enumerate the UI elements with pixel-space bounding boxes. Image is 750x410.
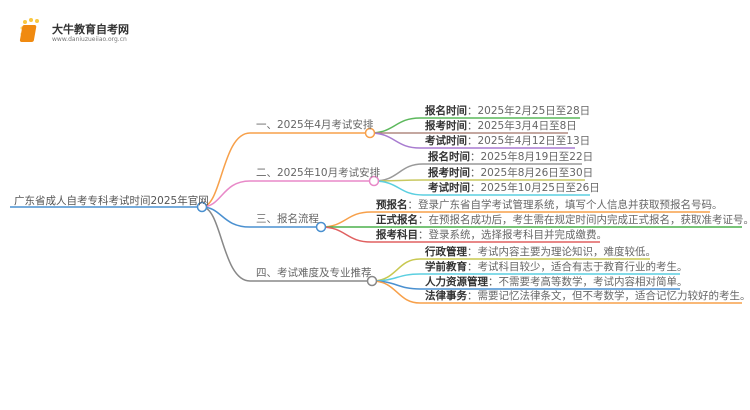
leaf-value: ：需要记忆法律条文，但不考数学，适合记忆力较好的考生。 — [467, 290, 750, 302]
root-node[interactable]: 广东省成人自考专科考试时间2025年官网 — [14, 195, 209, 207]
branch-connector — [201, 132, 370, 208]
leaf-node[interactable]: 人力资源管理：不需要考高等数学，考试内容相对简单。 — [425, 276, 688, 288]
branch-connector — [201, 180, 374, 208]
child-connector — [369, 132, 575, 149]
leaf-value: ：登录系统，选择报考科目并完成缴费。 — [418, 229, 607, 241]
root-collapse-toggle[interactable] — [196, 201, 208, 213]
leaf-key: 正式报名 — [376, 214, 418, 226]
leaf-key: 报考科目 — [376, 229, 418, 241]
logo-icon — [19, 18, 39, 42]
leaf-node[interactable]: 报考时间：2025年8月26日至30日 — [428, 167, 593, 179]
leaf-node[interactable]: 考试时间：2025年10月25日至26日 — [428, 182, 600, 194]
branch-node[interactable]: 三、报名流程 — [256, 213, 319, 225]
leaf-key: 报名时间 — [425, 105, 467, 117]
leaf-value: ：2025年3月4日至8日 — [467, 120, 577, 132]
leaf-value: ：2025年4月12日至13日 — [467, 135, 591, 147]
child-connector — [371, 280, 742, 304]
leaf-value: ：考试科目较少，适合有志于教育行业的考生。 — [467, 261, 688, 273]
branch-connector — [201, 206, 372, 282]
logo-name: 大牛教育自考网 — [52, 23, 129, 36]
leaf-key: 人力资源管理 — [425, 276, 488, 288]
leaf-key: 预报名 — [376, 199, 408, 211]
leaf-node[interactable]: 行政管理：考试内容主要为理论知识，难度较低。 — [425, 246, 656, 258]
leaf-node[interactable]: 报考时间：2025年3月4日至8日 — [425, 120, 577, 132]
leaf-value: ：2025年10月25日至26日 — [470, 182, 600, 194]
branch-node[interactable]: 四、考试难度及专业推荐 — [256, 267, 372, 279]
child-connector — [373, 180, 590, 196]
branch-connector — [201, 206, 321, 228]
logo-url: www.daniuzueiiao.org.cn — [52, 36, 127, 43]
leaf-node[interactable]: 正式报名：在预报名成功后，考生需在规定时间内完成正式报名，获取准考证号。 — [376, 214, 750, 226]
branch-collapse-toggle[interactable] — [364, 127, 376, 139]
leaf-node[interactable]: 报考科目：登录系统，选择报考科目并完成缴费。 — [376, 229, 607, 241]
leaf-key: 考试时间 — [428, 182, 470, 194]
leaf-value: ：在预报名成功后，考生需在规定时间内完成正式报名，获取准考证号。 — [418, 214, 750, 226]
child-connector — [320, 226, 600, 243]
leaf-node[interactable]: 法律事务：需要记忆法律条文，但不考数学，适合记忆力较好的考生。 — [425, 290, 750, 302]
leaf-key: 报名时间 — [428, 151, 470, 163]
leaf-value: ：2025年8月19日至22日 — [470, 151, 594, 163]
leaf-value: ：不需要考高等数学，考试内容相对简单。 — [488, 276, 688, 288]
leaf-key: 学前教育 — [425, 261, 467, 273]
child-connector — [373, 179, 585, 182]
branch-collapse-toggle[interactable] — [315, 221, 327, 233]
leaf-node[interactable]: 报名时间：2025年8月19日至22日 — [428, 151, 593, 163]
leaf-node[interactable]: 考试时间：2025年4月12日至13日 — [425, 135, 590, 147]
branch-node[interactable]: 二、2025年10月考试安排 — [256, 167, 381, 179]
leaf-node[interactable]: 预报名：登录广东省自学考试管理系统，填写个人信息并获取预报名号码。 — [376, 199, 723, 211]
leaf-value: ：2025年8月26日至30日 — [470, 167, 594, 179]
leaf-node[interactable]: 学前教育：考试科目较少，适合有志于教育行业的考生。 — [425, 261, 688, 273]
branch-collapse-toggle[interactable] — [366, 275, 378, 287]
leaf-value: ：考试内容主要为理论知识，难度较低。 — [467, 246, 656, 258]
leaf-key: 法律事务 — [425, 290, 467, 302]
leaf-key: 行政管理 — [425, 246, 467, 258]
branch-node[interactable]: 一、2025年4月考试安排 — [256, 119, 374, 131]
leaf-key: 考试时间 — [425, 135, 467, 147]
leaf-key: 报考时间 — [428, 167, 470, 179]
leaf-node[interactable]: 报名时间：2025年2月25日至28日 — [425, 105, 590, 117]
leaf-key: 报考时间 — [425, 120, 467, 132]
leaf-value: ：2025年2月25日至28日 — [467, 105, 591, 117]
branch-collapse-toggle[interactable] — [368, 175, 380, 187]
leaf-value: ：登录广东省自学考试管理系统，填写个人信息并获取预报名号码。 — [407, 199, 723, 211]
